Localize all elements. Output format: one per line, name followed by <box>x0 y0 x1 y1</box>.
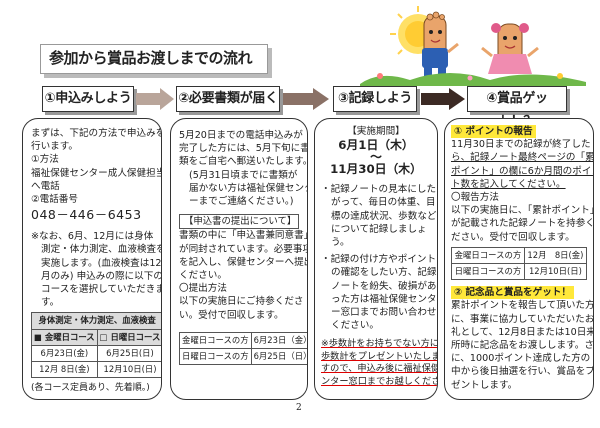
text-line: 以下の実施日に、「累計ポイント」 <box>451 205 594 217</box>
text-line: へ電話 <box>31 180 60 192</box>
text-line: ーまでご連絡ください。) <box>189 196 294 208</box>
submit-heading: 【申込書の提出について】 <box>179 214 299 230</box>
table-cell: 12月 8日(金) <box>523 246 588 265</box>
mascot-illustration <box>360 6 586 86</box>
course-table: 身体測定・体力測定、血液検査 ■ 金曜日コース □ 日曜日コース 6月23日(金… <box>30 312 161 379</box>
text-line: まずは、下記の方法で申込みを <box>31 128 162 139</box>
text-line: 所時に記念品をお渡しします。さら <box>451 340 594 352</box>
step-2-panel: 5月20日までの電話申込みが 完了した方には、5月下旬に書 類をご自宅へ郵送いた… <box>170 118 308 400</box>
step-4-panel: ① ポイントの報告 11月30日までの記録が終了した ら、記録ノート最終ページの… <box>444 118 594 400</box>
step-4-heading: ④賞品ゲット！？ <box>467 86 567 129</box>
text-line: ・記録の付け方やポイント <box>321 254 437 266</box>
table-cell: 金曜日コースの方 <box>179 331 252 350</box>
period-label: 【実施期間】 <box>347 126 405 137</box>
step-3-heading: ③記録しよう <box>333 86 417 112</box>
text-line: 歩数計をプレゼントいたしま <box>321 350 438 362</box>
mascot-blue-icon <box>422 11 459 76</box>
text-line: (5月31日頃までに書類が <box>189 169 298 181</box>
text-line: が記載された記録ノートを持参く <box>451 218 594 230</box>
text-line: 累計ポイントを報告して頂いた方 <box>451 300 594 312</box>
text-line: 届かない方は福祉保健センタ <box>189 182 308 194</box>
step-2-heading: ②必要書類が届く <box>176 86 280 112</box>
text-line: の確認をしたい方、記録 <box>331 267 437 279</box>
text-line: ください。 <box>179 270 227 282</box>
text-line: 書類の中に「申込書兼同意書」 <box>179 230 308 242</box>
date-tilde: ～ <box>370 150 382 165</box>
table-header: □ 日曜日コース <box>96 328 161 346</box>
table-cell: 日曜日コースの方 <box>179 348 252 366</box>
text-line: を記入し、保健センターへ提出 <box>179 256 308 268</box>
text-line: ー窓口までお問い合わせ <box>331 307 437 319</box>
text-line: 実施します。(血液検査は12 <box>41 257 162 269</box>
arrow-right-icon <box>421 88 465 110</box>
text-line: が同封されています。必要事項 <box>179 243 308 255</box>
table-cell: 12月10日(日) <box>96 361 161 379</box>
text-line: 以下の実施日にご持参くださ <box>179 296 304 308</box>
text-line: 中から後日抽選を行い、賞品をプレ <box>451 366 594 378</box>
text-line: 測定・体力測定、血液検査を <box>41 244 162 256</box>
phone-label: ②電話番号 <box>31 194 78 206</box>
text-line: 標の達成状況、歩数など <box>331 210 437 222</box>
text-line: ください。 <box>331 320 379 332</box>
text-line: ら、記録ノート最終ページの「累計 <box>451 152 594 164</box>
text-line: 月のみ) 申込みの際に以下の <box>41 270 162 282</box>
submit-method-label: 〇提出方法 <box>179 283 227 295</box>
table-cell: 12月10日(日) <box>523 263 588 281</box>
arrow-right-icon <box>283 88 329 110</box>
text-line: ト数を記入してください。 <box>451 178 566 190</box>
table-cell: 金曜日コースの方 <box>451 246 525 265</box>
arrow-right-icon <box>136 88 174 110</box>
phone-number: 048－446－6453 <box>31 207 142 223</box>
text-line: に、1000ポイント達成した方の <box>451 353 591 365</box>
text-line: ※なお、6月、12月には身体 <box>31 231 154 243</box>
text-line: 類をご自宅へ郵送いたします。 <box>179 156 308 168</box>
grass-icon <box>360 73 586 86</box>
table-title: 身体測定・体力測定、血液検査 <box>30 312 161 330</box>
text-line: う。 <box>331 237 350 249</box>
step-1-panel: まずは、下記の方法で申込みを 行います。 ①方法 福祉保健センター成人保健担当 … <box>22 118 162 400</box>
report-method-label: 〇報告方法 <box>451 192 499 204</box>
text-line: について記録しましょ <box>331 223 427 235</box>
table-cell: 6月25日（日） <box>250 348 307 366</box>
table-cell: 6月23日(金) <box>31 344 98 363</box>
text-line: ンター窓口までお越しください。 <box>321 375 437 387</box>
submit-table: 金曜日コースの方 6月23日（金） 日曜日コースの方 6月25日（日） <box>179 331 307 366</box>
step-3-panel: 【実施期間】 6月1日（木） ～ 11月30日（木） ・記録ノートの見本にした … <box>314 118 438 400</box>
text-line: コースを選択していただきま <box>41 284 162 296</box>
step-1-heading: ①申込みしよう <box>42 86 134 112</box>
table-cell: 12月 8日(金) <box>31 361 98 379</box>
text-line: 行います。 <box>31 141 79 153</box>
footnote: (各コース定員あり、先着順。) <box>31 383 150 394</box>
text-line: ・記録ノートの見本にした <box>321 184 437 196</box>
text-line: がって、毎日の体重、目 <box>331 197 436 209</box>
point-report-heading: ① ポイントの報告 <box>451 125 536 139</box>
text-line: 5月20日までの電話申込みが <box>179 130 303 141</box>
text-line: ※歩数計をお持ちでない方には <box>321 338 438 350</box>
text-line: ポイント」の欄に6か月間のポイン <box>451 165 594 177</box>
text-line: 福祉保健センター成人保健担当 <box>31 167 162 179</box>
text-line: に、事業に協力していただいたお <box>451 313 594 325</box>
mascot-pink-icon <box>481 23 539 74</box>
text-line: ①方法 <box>31 154 59 166</box>
text-line: す。 <box>41 297 60 309</box>
report-table: 金曜日コースの方 12月 8日(金) 日曜日コースの方 12月10日(日) <box>451 246 588 281</box>
page-title: 参加から賞品お渡しまでの流れ <box>40 44 268 74</box>
page-number: 2 <box>296 403 302 413</box>
date-to: 11月30日（木） <box>330 162 422 177</box>
text-line: ノートを紛失、破損があ <box>331 280 437 292</box>
table-cell: 6月23日（金） <box>250 331 307 350</box>
text-line: 11月30日までの記録が終了した <box>451 139 591 151</box>
table-cell: 6月25日(日) <box>96 344 161 363</box>
text-line: 礼として、12月8日または10日来 <box>451 326 594 338</box>
text-line: すので、申込み後に福祉保健セ <box>321 363 438 375</box>
table-header: ■ 金曜日コース <box>31 328 98 346</box>
text-line: い。受付で回収します。 <box>179 309 284 321</box>
table-cell: 日曜日コースの方 <box>451 263 525 281</box>
text-line: った方は福祉保健センタ <box>331 293 437 305</box>
date-from: 6月1日（木） <box>338 138 414 153</box>
text-line: 完了した方には、5月下旬に書 <box>179 143 308 155</box>
text-line: ださい。受付で回収します。 <box>451 231 575 243</box>
prize-heading: ② 記念品と賞品をゲット！ <box>451 286 574 300</box>
text-line: ゼントします。 <box>451 379 518 391</box>
